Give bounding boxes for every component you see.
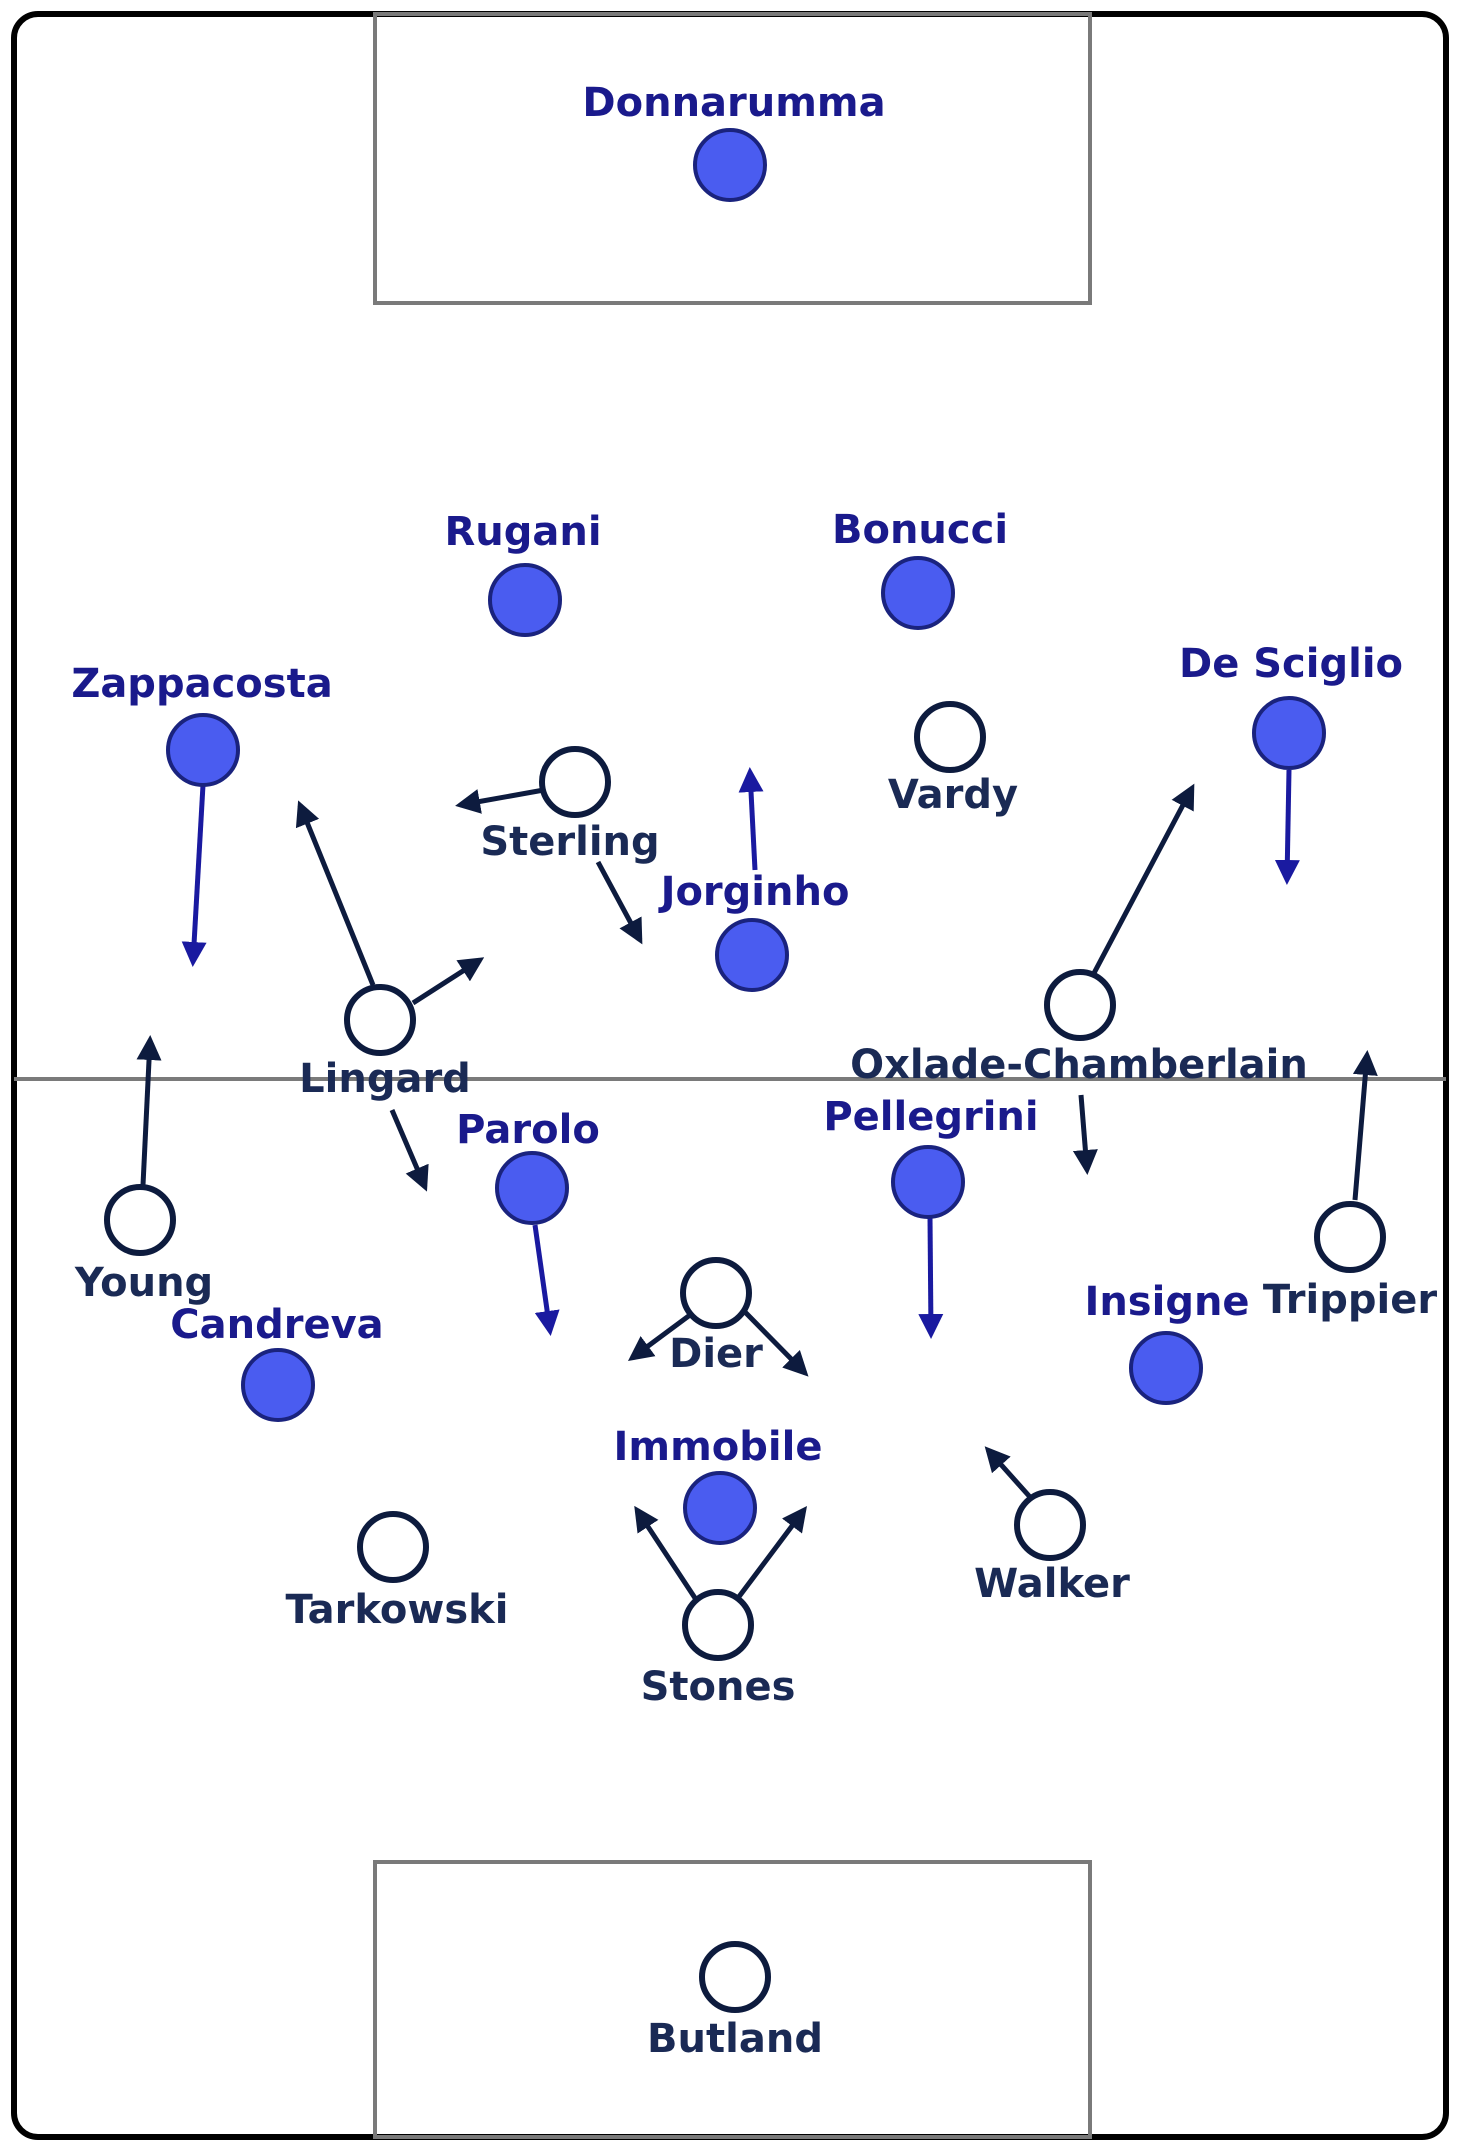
player-name: Lingard — [299, 1056, 471, 1102]
player-marker — [693, 128, 767, 202]
player-name: Bonucci — [832, 507, 1008, 553]
player-name: Insigne — [1084, 1279, 1249, 1325]
penalty-area-bottom — [373, 1860, 1092, 2139]
player-name: Zappacosta — [71, 661, 332, 707]
stones-run-arrow-left — [634, 1505, 698, 1600]
player-marker — [683, 1471, 757, 1545]
player-name: Walker — [974, 1561, 1130, 1607]
player-parolo: Parolo — [456, 1107, 600, 1225]
player-marker — [495, 1151, 569, 1225]
player-name: Oxlade-Chamberlain — [850, 1042, 1308, 1088]
player-oxlade-chamberlain: Oxlade-Chamberlain — [850, 969, 1308, 1088]
parolo-run-arrow — [532, 1224, 560, 1336]
player-name: Young — [74, 1260, 213, 1306]
player-marker — [1314, 1201, 1386, 1273]
player-name: Butland — [647, 2016, 823, 2062]
player-dier: Dier — [669, 1257, 763, 1377]
player-marker — [881, 556, 955, 630]
sterling-run-arrow-down — [595, 860, 643, 945]
player-marker — [1044, 969, 1116, 1041]
player-name: Parolo — [456, 1107, 600, 1153]
penalty-area-top — [373, 12, 1092, 305]
player-marker — [1014, 1489, 1086, 1561]
sterling-run-arrow-left — [455, 785, 556, 814]
italy-players: Donnarumma Rugani Bonucci Zappacosta De … — [71, 80, 1403, 1545]
player-pellegrini: Pellegrini — [823, 1094, 1039, 1219]
dier-run-arrow-left — [627, 1312, 692, 1361]
player-name: Rugani — [444, 509, 601, 555]
player-marker — [1252, 696, 1326, 770]
player-name: Candreva — [170, 1302, 383, 1348]
player-trippier: Trippier — [1263, 1201, 1437, 1323]
player-marker — [914, 701, 986, 773]
player-sterling: Sterling — [480, 746, 660, 865]
player-bonucci: Bonucci — [832, 507, 1008, 630]
player-marker — [539, 746, 611, 818]
player-name: Tarkowski — [286, 1587, 509, 1633]
player-vardy: Vardy — [888, 701, 1018, 818]
italy-run-arrows — [181, 767, 1300, 1339]
oxlade-chamberlain-run-arrow-down — [1072, 1094, 1098, 1175]
player-name: De Sciglio — [1179, 641, 1403, 687]
player-marker — [344, 984, 416, 1056]
player-jorginho: Jorginho — [658, 869, 850, 992]
player-rugani: Rugani — [444, 509, 602, 637]
england-players: Butland Stones Tarkowski Walker Dier You… — [74, 701, 1437, 2062]
player-zappacosta: Zappacosta — [71, 661, 333, 787]
player-marker — [682, 1589, 754, 1661]
player-immobile: Immobile — [614, 1424, 823, 1545]
player-stones: Stones — [641, 1589, 796, 1710]
player-name: Donnarumma — [582, 80, 885, 126]
player-lingard: Lingard — [299, 984, 471, 1102]
player-marker — [166, 713, 240, 787]
stones-run-arrow-right — [736, 1506, 807, 1600]
player-insigne: Insigne — [1084, 1279, 1250, 1405]
player-marker — [241, 1348, 315, 1422]
walker-run-arrow — [984, 1446, 1032, 1499]
young-run-arrow — [136, 1035, 162, 1186]
england-run-arrows — [136, 783, 1378, 1600]
pellegrini-run-arrow — [918, 1216, 944, 1339]
player-marker — [699, 1941, 771, 2013]
trippier-run-arrow — [1352, 1050, 1378, 1201]
lingard-run-arrow-up — [295, 800, 376, 986]
jorginho-run-arrow — [738, 767, 764, 871]
player-candreva: Candreva — [170, 1302, 384, 1422]
player-tarkowski: Tarkowski — [286, 1511, 509, 1633]
oxlade-chamberlain-run-arrow-up — [1090, 783, 1195, 977]
player-name: Stones — [641, 1664, 796, 1710]
player-name: Sterling — [480, 819, 659, 865]
player-walker: Walker — [974, 1489, 1130, 1607]
dier-run-arrow-right — [743, 1310, 809, 1377]
player-name: Trippier — [1263, 1277, 1437, 1323]
de-sciglio-run-arrow — [1274, 769, 1300, 885]
player-marker — [1129, 1331, 1203, 1405]
zappacosta-run-arrow — [181, 784, 207, 967]
player-marker — [488, 563, 562, 637]
player-de-sciglio: De Sciglio — [1179, 641, 1403, 770]
player-name: Jorginho — [658, 869, 850, 915]
player-butland: Butland — [647, 1941, 823, 2062]
lingard-run-arrow-down — [389, 1109, 429, 1192]
player-marker — [104, 1184, 176, 1256]
player-name: Dier — [669, 1331, 763, 1377]
player-marker — [680, 1257, 752, 1329]
player-name: Pellegrini — [823, 1094, 1038, 1140]
player-name: Vardy — [888, 772, 1018, 818]
player-marker — [891, 1145, 965, 1219]
player-marker — [357, 1511, 429, 1583]
lingard-run-arrow-right — [411, 957, 485, 1006]
player-donnarumma: Donnarumma — [582, 80, 886, 202]
player-young: Young — [74, 1184, 213, 1306]
player-marker — [715, 918, 789, 992]
player-name: Immobile — [614, 1424, 823, 1470]
